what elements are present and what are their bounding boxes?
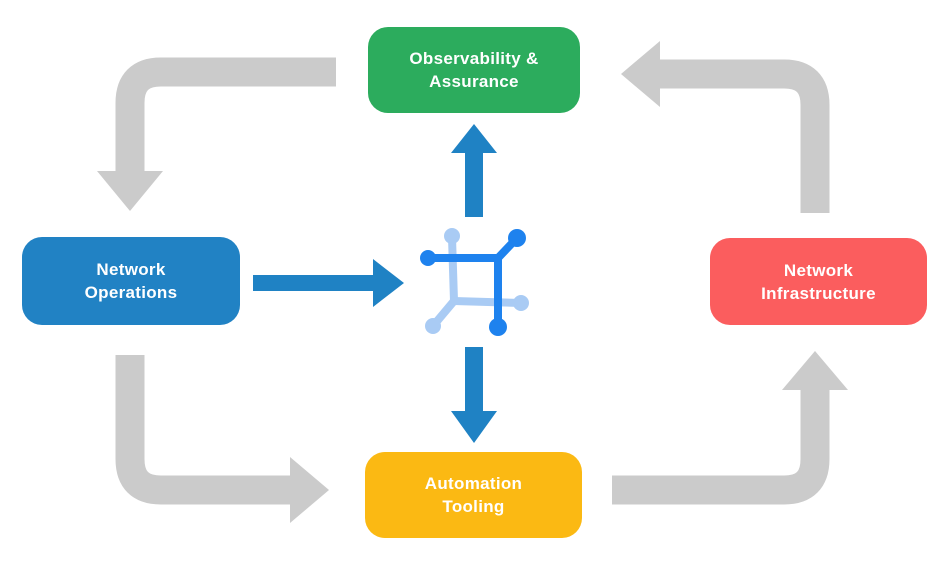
arrow-shaft bbox=[115, 57, 336, 173]
arrow-center-to-automation bbox=[451, 347, 497, 443]
node-network-infrastructure: Network Infrastructure bbox=[710, 238, 927, 325]
node-label-line: Network bbox=[783, 260, 854, 280]
network-automation-icon bbox=[420, 228, 529, 336]
arrowhead-down-icon bbox=[97, 171, 163, 211]
node-network-operations: Network Operations bbox=[22, 237, 240, 325]
node-label-line: Network bbox=[96, 260, 166, 279]
node-label-line: Infrastructure bbox=[761, 283, 876, 303]
arrowhead-up-icon bbox=[782, 351, 848, 390]
arrow-shaft bbox=[659, 59, 830, 213]
arrow-operations-to-center bbox=[253, 259, 404, 307]
node-label-line: Operations bbox=[84, 283, 178, 302]
node-observability-assurance: Observability & Assurance bbox=[368, 27, 580, 113]
icon-light-branches bbox=[425, 228, 529, 334]
arrow-observability-to-operations bbox=[97, 57, 336, 211]
arrow-shaft bbox=[115, 355, 292, 505]
node-label-line: Automation bbox=[424, 474, 523, 493]
arrowhead-right-icon bbox=[290, 457, 329, 523]
node-label-line: Assurance bbox=[429, 72, 519, 91]
arrow-infrastructure-to-observability bbox=[621, 41, 830, 213]
arrowhead-right-icon bbox=[373, 259, 404, 307]
node-label-line: Observability & bbox=[409, 49, 539, 68]
icon-dark-branches bbox=[420, 229, 526, 336]
arrow-operations-to-automation bbox=[115, 355, 329, 523]
arrow-shaft bbox=[612, 389, 830, 505]
node-label-line: Tooling bbox=[442, 497, 505, 516]
node-automation-tooling: Automation Tooling bbox=[365, 452, 582, 538]
arrowhead-left-icon bbox=[621, 41, 660, 107]
arrowhead-up-icon bbox=[451, 124, 497, 153]
arrowhead-down-icon bbox=[451, 411, 497, 443]
arrow-center-to-observability bbox=[451, 124, 497, 217]
arrow-automation-to-infrastructure bbox=[612, 351, 848, 505]
